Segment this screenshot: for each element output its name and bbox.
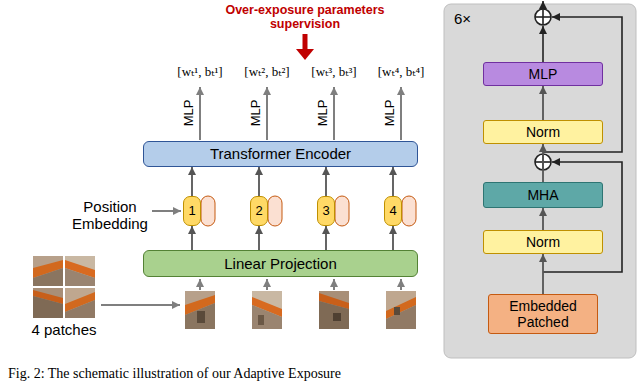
node-label: MLP: [529, 66, 558, 82]
flow-arrow: [542, 86, 544, 120]
mlp-head-label: MLP: [383, 100, 398, 127]
flow-arrow: [542, 144, 544, 182]
flow-arrow: [325, 226, 327, 250]
flow-arrow: [392, 226, 394, 250]
mlp-head-label: MLP: [182, 100, 197, 127]
patch-to-projection-arrows: [200, 279, 401, 290]
attention-box: MHA: [483, 182, 603, 208]
node-label: Embedded Patched: [493, 298, 593, 330]
supervision-note: Over-exposure parameters supervision: [220, 3, 390, 32]
node-label: 2: [255, 204, 262, 219]
flow-arrow: [258, 167, 260, 196]
norm-box: Norm: [483, 120, 603, 144]
flow-arrow: [392, 167, 394, 196]
mlp-head-label: MLP: [316, 100, 331, 127]
node-label: Norm: [526, 234, 560, 250]
mlp-head-arrows: [200, 87, 401, 140]
flow-arrow: [542, 208, 544, 230]
output-parameters: [wₜ¹, bₜ¹]: [177, 65, 222, 80]
position-token: 2: [250, 196, 268, 226]
output-parameters: [wₜ⁴, bₜ⁴]: [378, 65, 425, 80]
node-label: 3: [322, 204, 329, 219]
position-token: 4: [384, 196, 402, 226]
position-embedding-label: Position Embedding: [68, 198, 152, 233]
repeat-count: 6×: [454, 10, 471, 27]
position-token: 3: [317, 196, 335, 226]
leader-arrow: [152, 210, 181, 212]
mlp-box: MLP: [483, 62, 603, 86]
output-parameters: [wₜ³, bₜ³]: [311, 65, 356, 80]
node-label: 1: [188, 204, 195, 219]
norm-box: Norm: [483, 230, 603, 254]
embedding-box: Embedded Patched: [488, 294, 598, 334]
node-label: Norm: [526, 124, 560, 140]
mlp-head-label: MLP: [249, 100, 264, 127]
supervision-arrow: [296, 34, 314, 60]
input-image-grid: [33, 256, 95, 318]
patch-images: [185, 291, 416, 329]
panel-ground: [444, 4, 636, 358]
figure-caption: Fig. 2: The schematic illustration of ou…: [8, 366, 341, 382]
flow-arrow: [542, 254, 544, 294]
node-label: 4: [389, 204, 396, 219]
grid-to-patches-arrow: [101, 304, 180, 306]
position-token: 1: [183, 196, 201, 226]
node-label: Transformer Encoder: [210, 145, 351, 162]
node-label: Linear Projection: [224, 255, 337, 272]
flow-arrow: [258, 226, 260, 250]
flow-arrow: [191, 167, 193, 196]
projection-box: Linear Projection: [143, 250, 418, 277]
flow-arrow: [325, 167, 327, 196]
node-label: MHA: [527, 187, 558, 203]
encoder-block-panel: 6×MLPNormMHANormEmbedded Patched: [444, 4, 636, 358]
patch-count-label: 4 patches: [19, 321, 109, 338]
patch-tokens: [201, 196, 416, 226]
output-parameters: [wₜ², bₜ²]: [244, 65, 289, 80]
encoder-box: Transformer Encoder: [143, 141, 418, 167]
flow-arrow: [191, 226, 193, 250]
